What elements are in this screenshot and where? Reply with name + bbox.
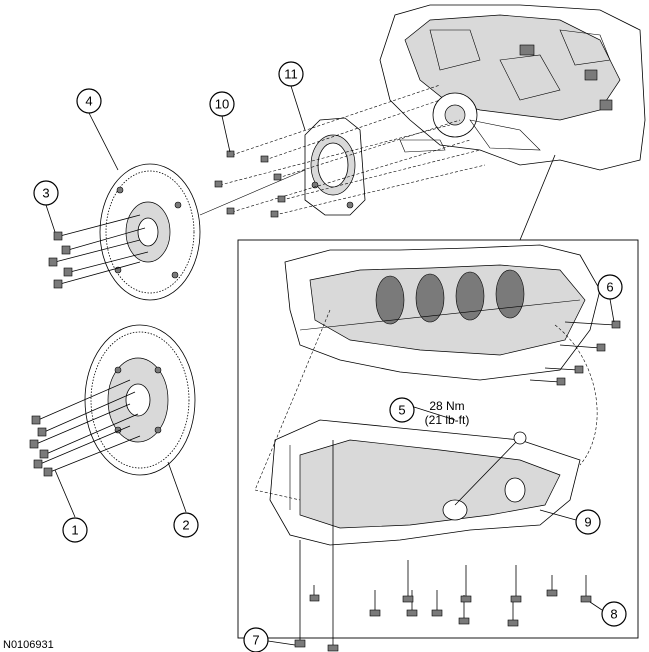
callout-1: 1 [62,517,88,543]
torque-spec: 28 Nm (21 lb-ft) [425,399,470,427]
svg-text:5: 5 [398,403,405,418]
stud-bolt [454,431,527,506]
flexplate-bolts [29,379,141,477]
inset-oil-pan [269,419,581,546]
svg-text:11: 11 [284,67,298,82]
callout-7: 7 [243,627,269,652]
callout-10: 10 [209,91,235,117]
engine-block [379,4,646,171]
svg-text:1: 1 [71,523,78,538]
torque-imperial: (21 lb-ft) [425,413,470,427]
flywheel-bolts [48,214,149,289]
rear-seal-bolts [214,84,486,218]
detail-inset-frame [237,239,639,639]
figure-id: N0106931 [3,639,54,651]
detail-pointer-line [519,154,556,241]
callout-11: 11 [278,61,304,87]
callout-9: 9 [575,509,601,535]
leader-lines [45,85,615,646]
callout-6: 6 [597,274,623,300]
svg-text:10: 10 [215,97,229,112]
torque-metric: 28 Nm [429,399,464,413]
svg-text:7: 7 [252,633,259,648]
flexplate [84,324,196,476]
callout-3: 3 [33,180,59,206]
svg-text:6: 6 [606,280,613,295]
svg-text:8: 8 [610,607,617,622]
svg-text:9: 9 [584,515,591,530]
inset-engine-underside [284,244,601,381]
side-bolts [529,320,621,386]
inset-guide-line-a [554,324,598,466]
callout-4: 4 [76,88,102,114]
rear-main-seal [304,117,366,216]
svg-text:4: 4 [85,94,92,109]
oil-pan-bolts [294,440,592,652]
callout-2: 2 [173,512,199,538]
svg-text:2: 2 [182,518,189,533]
callout-5: 5 [389,397,415,423]
inset-guide-line-b [254,309,331,501]
callout-8: 8 [601,601,627,627]
svg-text:3: 3 [42,186,49,201]
